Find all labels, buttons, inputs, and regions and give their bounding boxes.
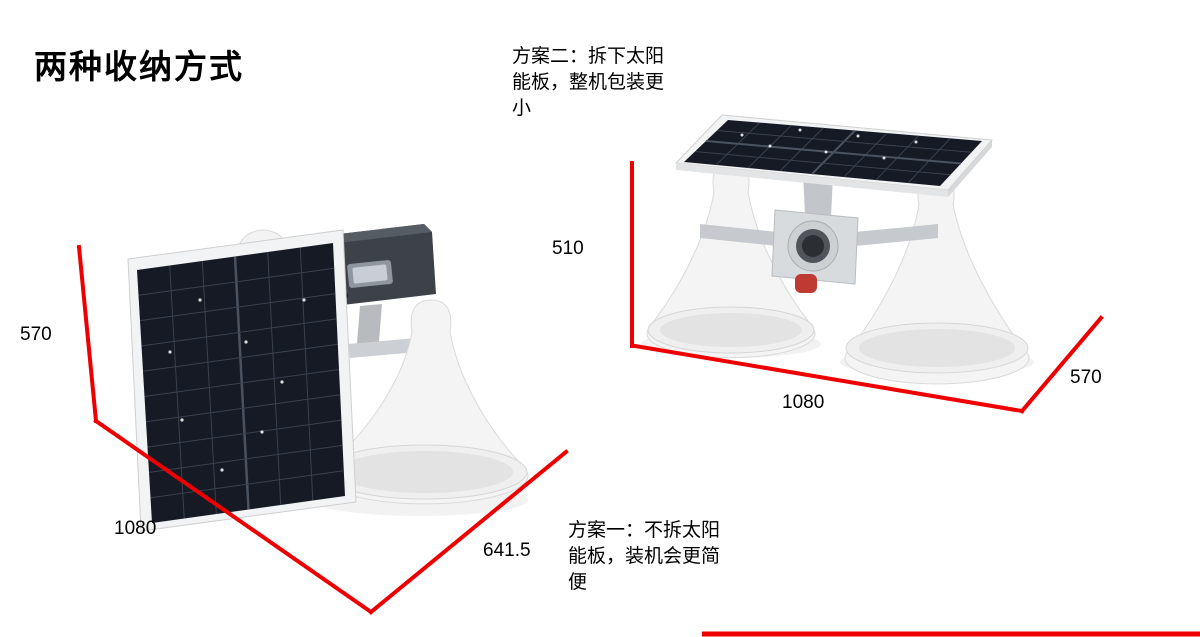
plan-two-note: 方案二：拆下太阳 能板，整机包装更 小 [512, 46, 665, 119]
assembled-device-render [127, 224, 529, 532]
dim-label-right-depth: 570 [1070, 367, 1102, 388]
device-body-icon [771, 209, 859, 285]
flatpack-device-render [641, 114, 1034, 385]
dim-label-left-width: 1080 [114, 518, 157, 539]
plan-one-note: 方案一：不拆太阳 能板，装机会更简 便 [568, 520, 721, 593]
arm-left [700, 224, 778, 246]
dim-line-right-depth [1019, 315, 1104, 414]
dimension-lines [76, 161, 1104, 615]
solar-panel-flat-icon [674, 114, 994, 197]
page-title: 两种收纳方式 [34, 50, 244, 86]
dim-line-left-depth [368, 449, 569, 615]
dim-label-left-depth: 641.5 [483, 540, 531, 561]
solar-panel-vertical-icon [127, 229, 357, 532]
dim-label-right-width: 1080 [782, 392, 825, 413]
horn-speaker-left-icon [646, 161, 816, 359]
dim-line-right-width [632, 343, 1025, 414]
dim-label-left-height: 570 [20, 324, 52, 345]
dim-line-left-height [76, 244, 99, 424]
arm-right [855, 224, 938, 246]
dim-label-right-height: 510 [552, 238, 584, 259]
beacon-light-icon [795, 274, 817, 293]
control-box-icon [322, 224, 436, 306]
horn-speaker-right-icon [844, 174, 1030, 385]
dim-line-left-width [93, 418, 374, 615]
